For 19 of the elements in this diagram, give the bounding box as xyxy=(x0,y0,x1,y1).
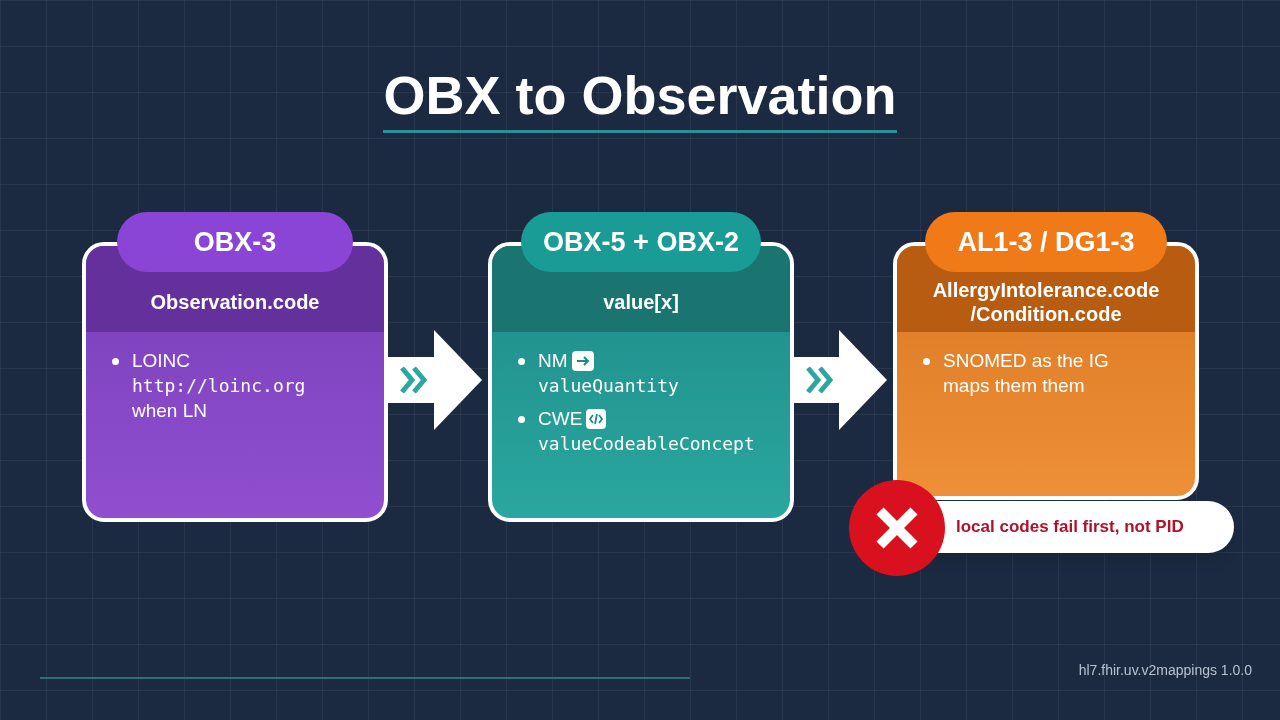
bullet-text: when LN xyxy=(132,399,207,423)
field-pill: AL1-3 / DG1-3 xyxy=(925,212,1167,272)
version-note: hl7.fhir.uv.v2mappings 1.0.0 xyxy=(1078,661,1252,680)
fhir-element-heading: value[x] xyxy=(603,290,679,314)
title: OBX to Observation xyxy=(383,62,897,133)
bullet-text: NM xyxy=(538,349,568,373)
field-pill: OBX-3 xyxy=(117,212,353,272)
code-text: http://loinc.org xyxy=(132,374,306,398)
code-text: valueQuantity xyxy=(538,374,679,398)
field-pill: OBX-5 + OBX-2 xyxy=(521,212,761,272)
bullet-text: CWE xyxy=(538,407,583,431)
fhir-element-heading: Observation.code xyxy=(150,290,320,314)
flow-arrow xyxy=(388,330,482,430)
fhir-element-heading: AllergyIntolerance.code /Condition.code xyxy=(931,278,1161,326)
bullet-text: SNOMED as the IG maps them them xyxy=(943,349,1110,398)
warning-text: local codes fail first, not PID xyxy=(956,516,1184,539)
flow-arrow xyxy=(794,330,887,430)
code-text: valueCodeableConcept xyxy=(538,432,755,456)
bullet-text: LOINC xyxy=(132,349,191,373)
